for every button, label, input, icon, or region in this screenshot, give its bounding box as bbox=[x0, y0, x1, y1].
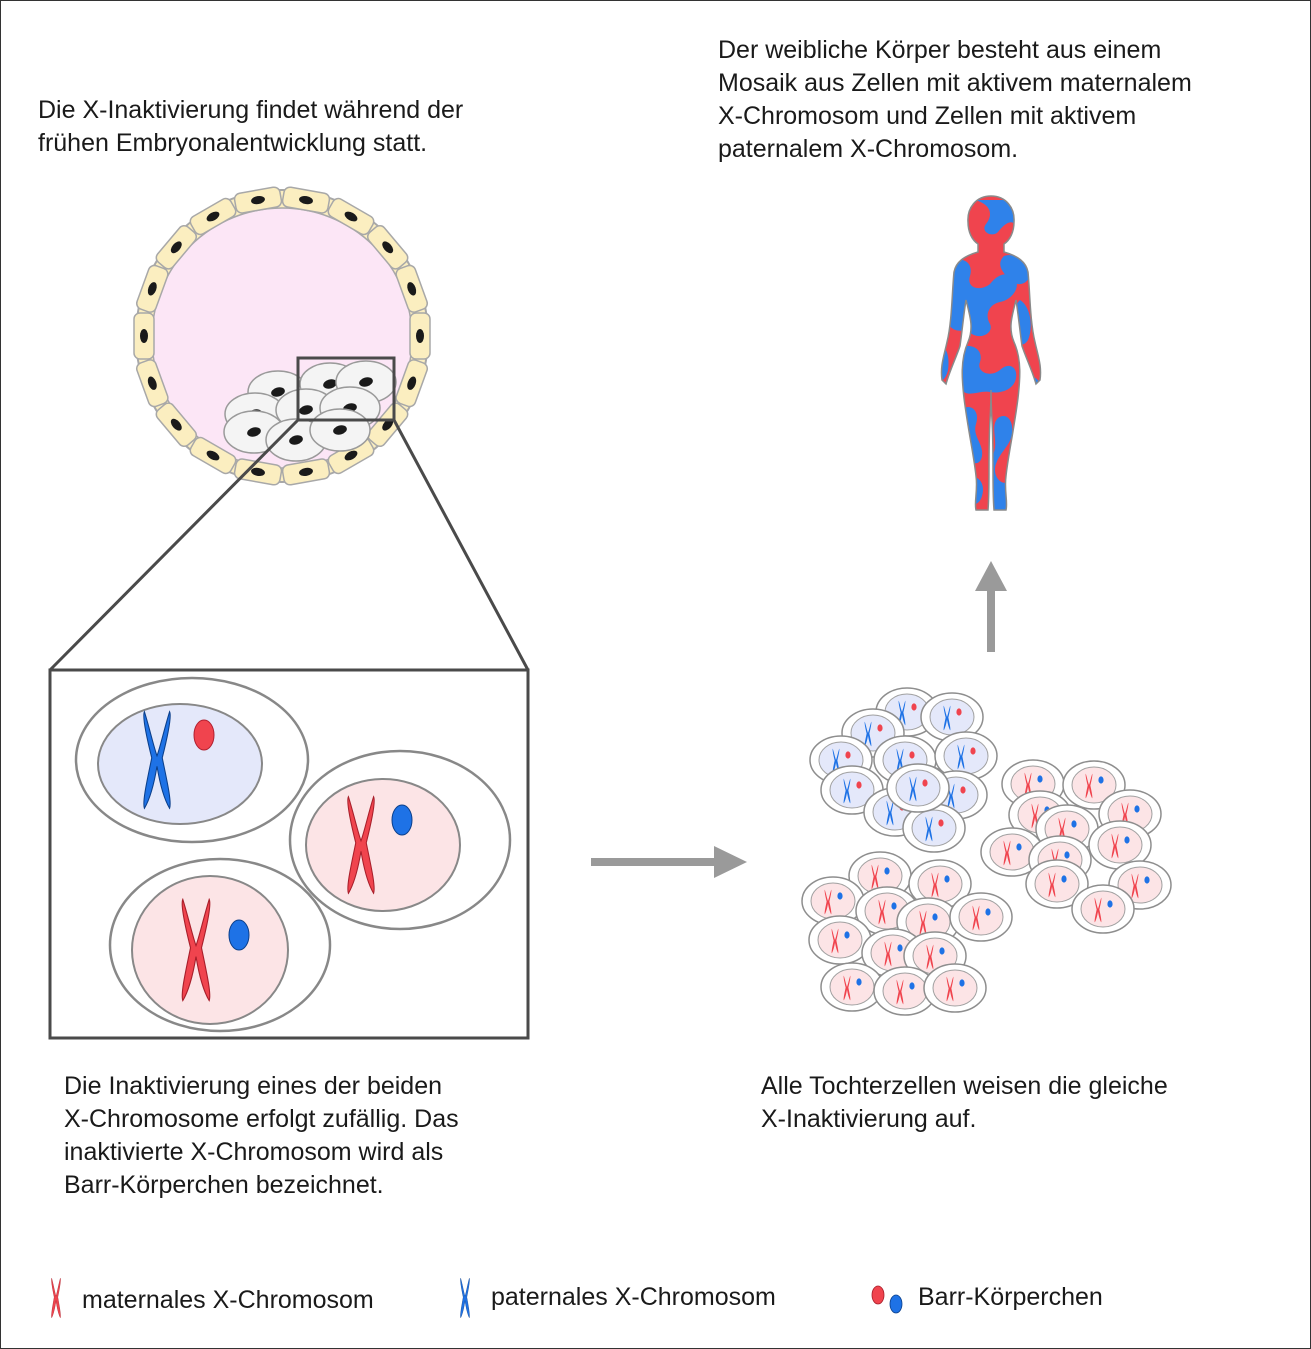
trophoblast-cell bbox=[155, 224, 198, 270]
arrow-up bbox=[975, 561, 1007, 652]
zoom-line-left bbox=[48, 418, 300, 672]
zoom-cell-maternal-active-2 bbox=[108, 857, 332, 1033]
legend-barr-blue-icon bbox=[889, 1294, 903, 1314]
caption-female-mosaic: Der weibliche Körper besteht aus einem M… bbox=[718, 36, 1192, 163]
blastocyst bbox=[133, 186, 431, 486]
trophoblast-cell bbox=[189, 436, 237, 475]
daughter-cell-maternal-active bbox=[1071, 884, 1135, 934]
daughter-cell-maternal-active bbox=[949, 892, 1013, 942]
daughter-cell-maternal-active bbox=[801, 876, 865, 926]
caption-random-inactivation: Die Inaktivierung eines der beiden X-Chr… bbox=[64, 1072, 459, 1199]
body-silhouette bbox=[941, 196, 1041, 510]
zoom-cell-paternal-active bbox=[74, 676, 310, 844]
trophoblast-cell bbox=[135, 359, 169, 408]
arrow-right bbox=[591, 846, 747, 878]
daughter-cell-maternal-active bbox=[1088, 820, 1152, 870]
daughter-cell-paternal-active bbox=[920, 692, 984, 742]
caption-early-embryo: Die X-Inaktivierung findet während der f… bbox=[38, 96, 464, 157]
legend bbox=[51, 1278, 903, 1318]
daughter-cell-maternal-active bbox=[1098, 789, 1162, 839]
daughter-cell-maternal-active bbox=[923, 963, 987, 1013]
barr-body-paternal bbox=[391, 804, 413, 836]
trophoblast-cell bbox=[366, 224, 409, 270]
legend-barr-label: Barr-Körperchen bbox=[918, 1283, 1103, 1311]
trophoblast-cell bbox=[233, 186, 283, 214]
trophoblast-cell bbox=[133, 312, 155, 360]
daughter-cell-maternal-active bbox=[820, 962, 884, 1012]
legend-paternal-icon bbox=[460, 1278, 470, 1318]
daughter-cell-paternal-active bbox=[902, 803, 966, 853]
zoom-line-right bbox=[392, 419, 530, 671]
trophoblast-cell bbox=[155, 402, 198, 448]
trophoblast-cell bbox=[395, 264, 429, 313]
trophoblast-cell bbox=[189, 197, 237, 236]
legend-maternal-icon bbox=[51, 1278, 61, 1318]
legend-maternal-label: maternales X-Chromosom bbox=[82, 1286, 374, 1314]
daughter-cell-maternal-active bbox=[1025, 859, 1089, 909]
caption-daughter-cells: Alle Tochterzellen weisen die gleiche X-… bbox=[761, 1072, 1168, 1133]
zoomed-cells-panel bbox=[48, 668, 530, 1040]
trophoblast-cells bbox=[133, 186, 431, 486]
daughter-cell-clusters bbox=[801, 687, 1172, 1016]
trophoblast-cell bbox=[233, 458, 283, 486]
icm-cell bbox=[309, 408, 371, 452]
daughter-cell-maternal-active bbox=[908, 859, 972, 909]
legend-paternal-label: paternales X-Chromosom bbox=[491, 1283, 776, 1311]
trophoblast-cell bbox=[395, 359, 429, 408]
trophoblast-cell bbox=[409, 312, 431, 360]
barr-body-maternal bbox=[193, 719, 215, 751]
daughter-cell-paternal-active bbox=[886, 763, 950, 813]
legend-barr-red-icon bbox=[871, 1285, 885, 1305]
trophoblast-cell bbox=[135, 264, 169, 313]
daughter-cell-maternal-active bbox=[808, 915, 872, 965]
zoom-region-box bbox=[296, 356, 396, 422]
female-body-mosaic bbox=[940, 195, 1042, 511]
zoom-cell-maternal-active-1 bbox=[288, 749, 512, 931]
trophoblast-cell bbox=[366, 402, 409, 448]
trophoblast-cell bbox=[281, 186, 331, 214]
trophoblast-cell bbox=[327, 197, 375, 236]
barr-body-paternal bbox=[228, 919, 250, 951]
trophoblast-cell bbox=[281, 458, 331, 486]
